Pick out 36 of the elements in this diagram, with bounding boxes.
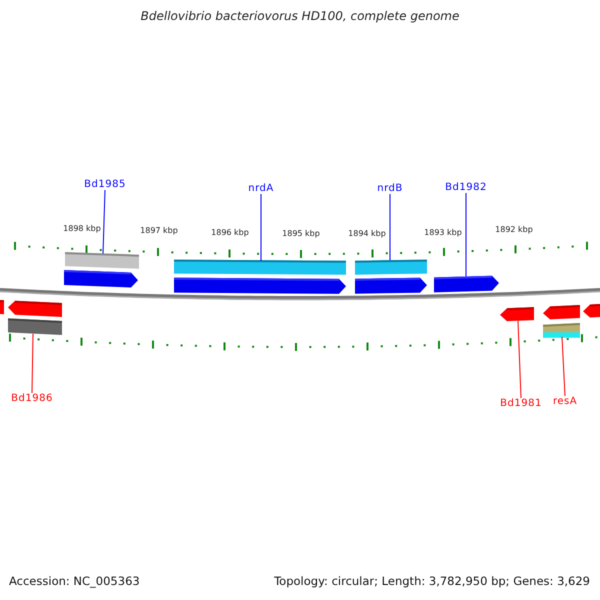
gene-feature — [583, 303, 600, 318]
tick-label: 1892 kbp — [495, 226, 533, 235]
gene-label: Bd1985 — [84, 179, 126, 190]
gene-feature — [64, 270, 138, 288]
gene-feature — [8, 300, 62, 317]
feature-bar — [354, 260, 428, 275]
leader-line — [562, 336, 566, 396]
gene-label: Bd1982 — [445, 182, 487, 193]
tick-label: 1898 kbp — [63, 225, 101, 234]
gene-feature — [174, 278, 346, 294]
feature-bar — [8, 318, 62, 335]
leader-line — [32, 333, 34, 394]
feature-bar — [174, 260, 346, 275]
gene-feature — [354, 278, 427, 294]
title: Bdellovibrio bacteriovorus HD100, complete genome — [140, 10, 460, 24]
tick-label: 1897 kbp — [140, 227, 178, 236]
tick-label: 1893 kbp — [424, 229, 462, 238]
leader-line — [518, 320, 522, 398]
feature-bar — [542, 323, 580, 338]
footer-text: Topology: circular; Length: 3,782,950 bp; Genes: 3,629 — [274, 575, 590, 588]
gene-label: nrdB — [377, 183, 403, 194]
tick-label: 1894 kbp — [348, 230, 386, 239]
leader-line — [102, 190, 106, 254]
footer-text: Accession: NC_005363 — [9, 575, 140, 588]
gene-feature — [500, 307, 534, 322]
feature-bar — [64, 252, 140, 269]
tick-label: 1895 kbp — [282, 230, 320, 239]
tick-label: 1896 kbp — [211, 229, 249, 238]
gene-feature — [543, 305, 580, 320]
leader-line — [260, 194, 262, 262]
gene-label: nrdA — [248, 183, 274, 194]
gene-label: resA — [552, 396, 578, 407]
gene-feature — [434, 276, 499, 292]
gene-label: Bd1981 — [500, 398, 542, 409]
gene-feature — [0, 300, 4, 314]
gene-label: Bd1986 — [11, 393, 53, 404]
